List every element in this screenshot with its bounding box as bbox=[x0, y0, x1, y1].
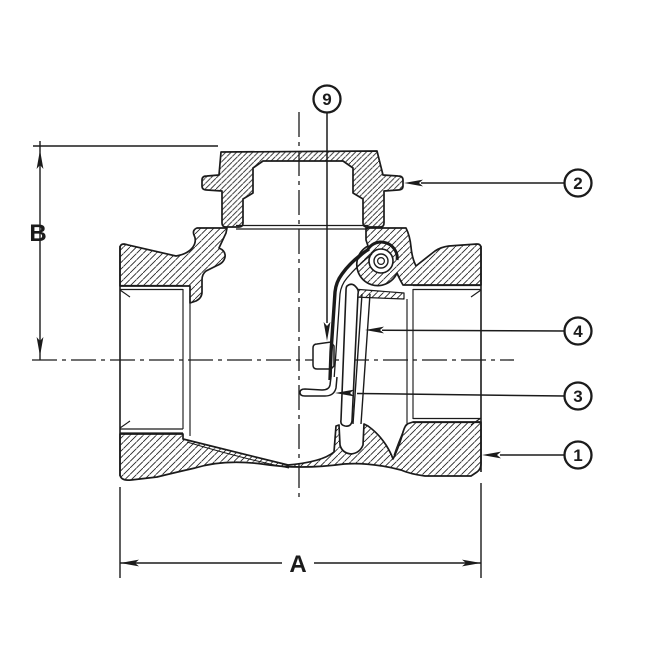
callout-balloons: 9 2 4 3 1 bbox=[312, 84, 593, 470]
bonnet-joint-line bbox=[236, 224, 368, 230]
valve-disc bbox=[340, 283, 360, 427]
detail-lines bbox=[119, 224, 482, 476]
callout-balloon-9: 9 bbox=[312, 84, 342, 114]
callout-balloon-4: 4 bbox=[563, 316, 593, 346]
callout-9-number: 9 bbox=[322, 90, 331, 109]
body-left-upper-wall bbox=[119, 227, 228, 304]
callout-balloon-1: 1 bbox=[563, 440, 593, 470]
bonnet-cap-section bbox=[201, 150, 404, 228]
dim-a-label: A bbox=[289, 551, 306, 578]
callout-4-number: 4 bbox=[573, 322, 583, 341]
swing-mechanism bbox=[299, 240, 399, 427]
arm-stop-tongue bbox=[299, 376, 338, 397]
dimension-a bbox=[119, 483, 482, 578]
callout-2-number: 2 bbox=[573, 174, 582, 193]
centerlines bbox=[32, 112, 514, 497]
leader-4 bbox=[381, 329, 565, 332]
hinge-pin bbox=[368, 248, 394, 274]
callout-balloon-2: 2 bbox=[563, 168, 593, 198]
callout-balloon-3: 3 bbox=[563, 381, 593, 411]
body-bottom-wall bbox=[119, 421, 482, 481]
bonnet-cap bbox=[201, 150, 404, 228]
dimension-b bbox=[33, 141, 218, 360]
seat-ring-lines bbox=[352, 293, 371, 425]
bottom-inner-line bbox=[186, 426, 406, 469]
hinge-arm bbox=[328, 240, 399, 381]
callout-leaders bbox=[323, 113, 565, 459]
right-socket-thread-lines bbox=[406, 284, 482, 426]
seat-ledge bbox=[352, 288, 405, 300]
dim-b-label: B bbox=[29, 220, 46, 247]
callout-1-number: 1 bbox=[573, 446, 582, 465]
leader-3 bbox=[356, 392, 565, 397]
disc-nut bbox=[312, 341, 335, 370]
valve-body bbox=[119, 227, 482, 481]
left-socket-thread-lines bbox=[119, 284, 191, 436]
callout-3-number: 3 bbox=[573, 387, 582, 406]
